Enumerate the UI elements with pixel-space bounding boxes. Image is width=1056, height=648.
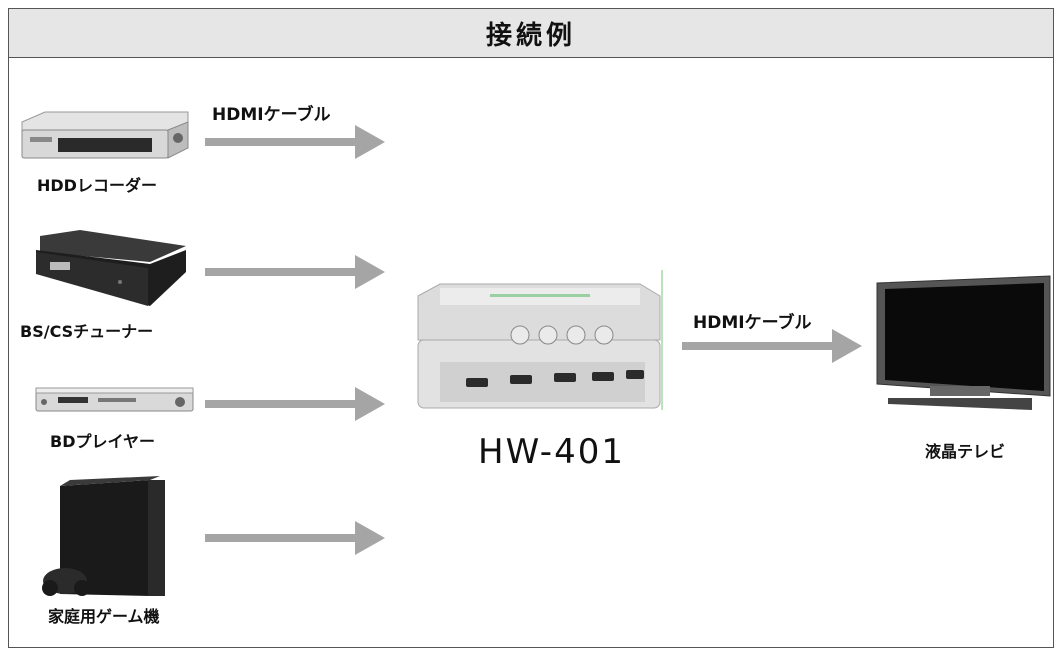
arrow-hdd xyxy=(205,125,385,159)
hdmi-switch-icon xyxy=(417,283,661,409)
diagram-title: 接続例 xyxy=(485,20,576,51)
source-label-game: 家庭用ゲーム機 xyxy=(48,607,160,626)
arrow-game xyxy=(205,521,385,555)
source-label-tuner: BS/CSチューナー xyxy=(20,322,154,341)
device-model-label: HW-401 xyxy=(478,432,625,472)
cable-label-input: HDMIケーブル xyxy=(212,105,331,125)
arrow-tuner xyxy=(205,255,385,289)
cable-label-output: HDMIケーブル xyxy=(693,313,812,333)
arrow-output xyxy=(682,329,862,363)
diagram-graphics xyxy=(21,111,1051,596)
game-console-icon xyxy=(42,476,165,596)
arrows xyxy=(205,125,862,555)
display-label: 液晶テレビ xyxy=(925,442,1006,461)
source-label-hdd: HDDレコーダー xyxy=(37,176,157,195)
arrow-bd xyxy=(205,387,385,421)
hdd-recorder-icon xyxy=(21,111,189,159)
lcd-tv-icon xyxy=(876,275,1051,410)
source-label-bd: BDプレイヤー xyxy=(50,432,155,451)
bd-player-icon xyxy=(35,387,194,412)
tuner-icon xyxy=(36,230,186,306)
diagram-header: 接続例 xyxy=(8,8,1054,58)
